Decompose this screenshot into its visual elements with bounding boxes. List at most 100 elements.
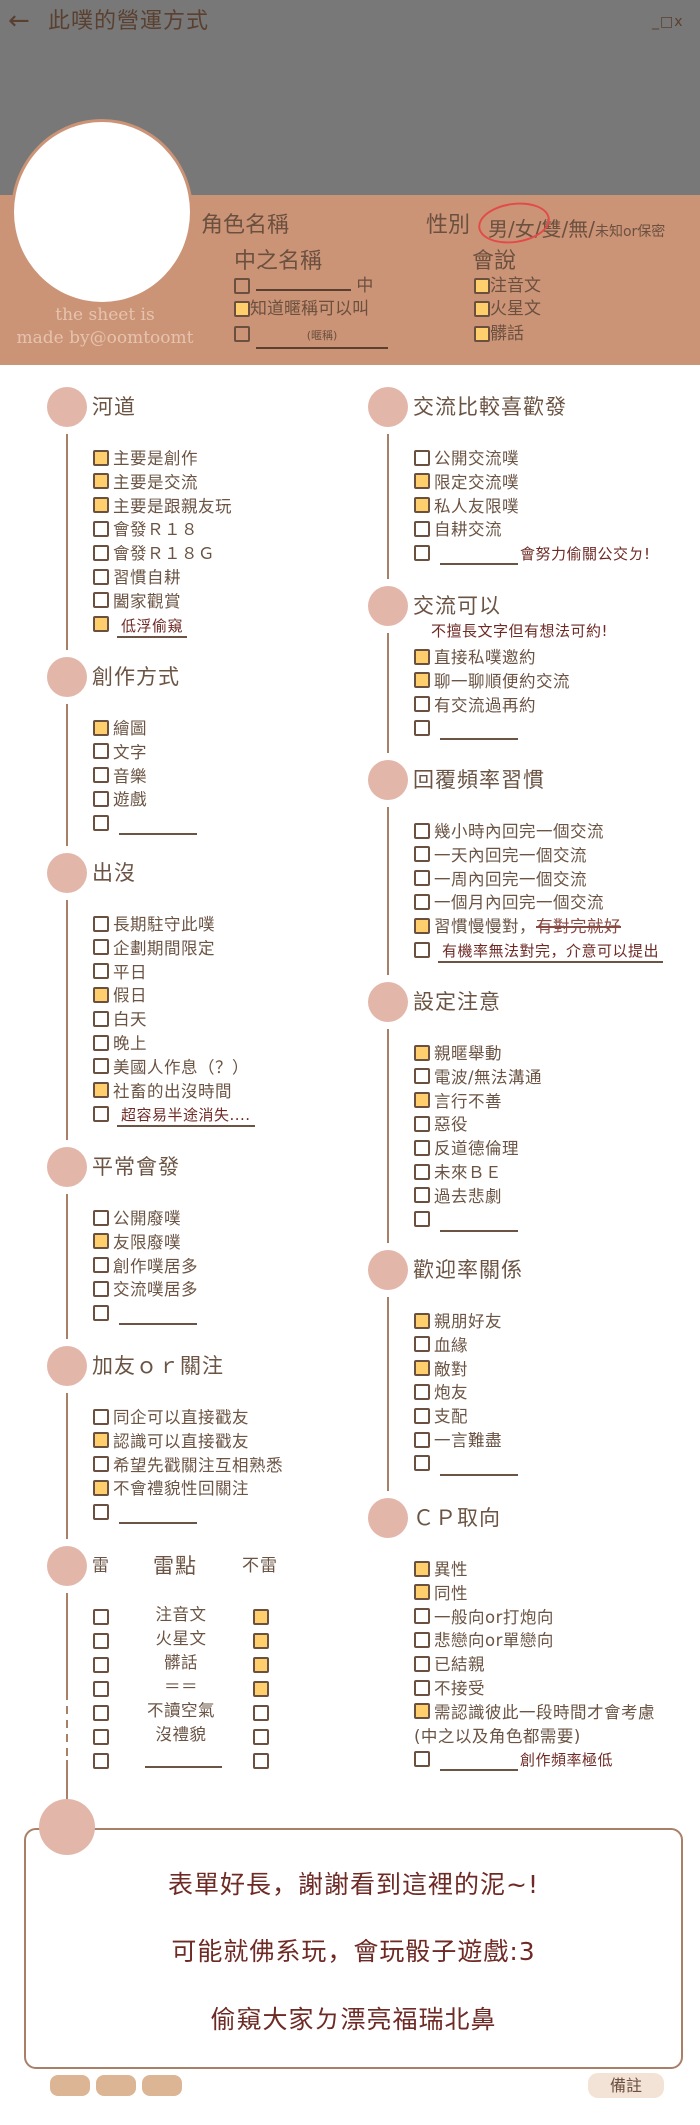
checkbox[interactable] <box>93 1456 109 1473</box>
checkbox[interactable] <box>414 893 430 910</box>
checkbox-checked[interactable] <box>414 1360 430 1377</box>
arrow-left-icon[interactable]: ← <box>8 6 30 36</box>
checklist-item[interactable]: 會發Ｒ１８ <box>93 519 198 541</box>
checkbox[interactable] <box>414 1187 430 1204</box>
tab-pill[interactable] <box>142 2075 182 2096</box>
checklist-item[interactable]: 悲戀向or單戀向 <box>414 1630 554 1652</box>
checkbox-checked[interactable] <box>414 1312 430 1329</box>
checkbox[interactable] <box>414 1115 430 1132</box>
checklist-item[interactable]: 一周內回完一個交流 <box>414 869 587 891</box>
checklist-item[interactable]: 不接受 <box>414 1678 485 1700</box>
checklist-item[interactable]: 需認識彼此一段時間才會考慮 <box>414 1702 655 1724</box>
checklist-item[interactable]: 會發Ｒ１８Ｇ <box>93 543 215 565</box>
checklist-item[interactable]: 直接私噗邀約 <box>414 647 536 669</box>
checkbox-checked[interactable] <box>234 301 250 317</box>
checkbox[interactable] <box>414 544 430 561</box>
tab-pill[interactable] <box>96 2075 136 2096</box>
checkbox[interactable] <box>414 1336 430 1353</box>
checklist-item[interactable]: 低浮偷窺 <box>93 615 188 638</box>
trigger-checkbox[interactable] <box>93 1681 109 1697</box>
checkbox[interactable] <box>93 1280 109 1297</box>
checklist-item[interactable]: 遊戲 <box>93 789 147 811</box>
checkbox[interactable] <box>93 568 109 585</box>
checklist-item[interactable]: 親朋好友 <box>414 1311 502 1333</box>
checkbox-checked[interactable] <box>414 473 430 490</box>
checklist-item[interactable]: 限定交流噗 <box>414 472 519 494</box>
checklist-item[interactable]: 假日 <box>93 985 147 1007</box>
checklist-item[interactable]: 白天 <box>93 1009 147 1031</box>
checkbox[interactable] <box>93 1209 109 1226</box>
blank-input-line[interactable] <box>440 1769 518 1772</box>
checklist-item[interactable]: 異性 <box>414 1559 468 1581</box>
blank-input-line[interactable] <box>119 1323 197 1326</box>
checklist-item[interactable]: 闔家觀賞 <box>93 591 181 613</box>
checkbox[interactable] <box>414 870 430 887</box>
checkbox[interactable] <box>93 963 109 980</box>
checklist-item[interactable]: 一般向or打炮向 <box>414 1607 554 1629</box>
checklist-item[interactable]: 血緣 <box>414 1335 468 1357</box>
gender-unknown[interactable]: 未知or保密 <box>594 224 666 240</box>
checkbox[interactable] <box>414 696 430 713</box>
tab-pill[interactable] <box>50 2075 90 2096</box>
checkbox[interactable] <box>414 1211 430 1228</box>
ok-checkbox[interactable] <box>253 1633 269 1649</box>
checkbox[interactable] <box>93 1408 109 1425</box>
checkbox[interactable] <box>93 1105 109 1122</box>
checklist-item[interactable]: 親暱舉動 <box>414 1043 502 1065</box>
checkbox[interactable] <box>93 1304 109 1321</box>
checkbox[interactable] <box>414 520 430 537</box>
checkbox-checked[interactable] <box>414 497 430 514</box>
checkbox[interactable] <box>414 1679 430 1696</box>
checkbox-checked[interactable] <box>414 672 430 689</box>
checkbox[interactable] <box>93 743 109 760</box>
checklist-item[interactable]: 友限廢噗 <box>93 1232 181 1254</box>
checkbox-checked[interactable] <box>93 1233 109 1250</box>
checklist-item[interactable]: 有交流過再約 <box>414 695 536 717</box>
ok-checkbox[interactable] <box>253 1657 269 1673</box>
checklist-item[interactable]: 未來ＢＥ <box>414 1162 502 1184</box>
checkbox-checked[interactable] <box>414 1044 430 1061</box>
checklist-item[interactable]: 文字 <box>93 742 147 764</box>
speak-option[interactable]: 髒話 <box>474 323 524 345</box>
checklist-item[interactable]: 平日 <box>93 962 147 984</box>
checklist-item[interactable] <box>93 1502 197 1525</box>
checklist-item[interactable]: 主要是創作 <box>93 448 198 470</box>
pl-option[interactable]: 中 <box>234 275 373 297</box>
checklist-item[interactable]: 公開交流噗 <box>414 448 519 470</box>
pl-option[interactable]: (暱稱) <box>234 323 388 349</box>
trigger-checkbox[interactable] <box>93 1753 109 1769</box>
checkbox-checked[interactable] <box>474 326 490 342</box>
checkbox[interactable] <box>414 1655 430 1672</box>
checklist-item[interactable]: 社畜的出沒時間 <box>93 1081 232 1103</box>
checklist-item[interactable] <box>414 1454 518 1476</box>
checkbox[interactable] <box>93 790 109 807</box>
checkbox[interactable] <box>93 915 109 932</box>
window-controls[interactable]: _□x <box>652 14 684 30</box>
checkbox[interactable] <box>414 941 430 958</box>
checklist-item[interactable]: 一言難盡 <box>414 1430 502 1452</box>
checklist-item[interactable]: (中之以及角色都需要) <box>414 1726 581 1748</box>
checklist-item[interactable]: 美國人作息（？） <box>93 1057 249 1079</box>
checklist-item[interactable] <box>93 813 197 836</box>
checklist-item[interactable]: 交流噗居多 <box>93 1279 198 1301</box>
checkbox[interactable] <box>414 1631 430 1648</box>
checkbox-checked[interactable] <box>93 449 109 466</box>
avatar[interactable] <box>11 119 193 305</box>
checkbox[interactable] <box>414 1455 430 1472</box>
blank-input-line[interactable] <box>145 1766 222 1768</box>
checklist-item[interactable]: 不會禮貌性回關注 <box>93 1478 249 1500</box>
checkbox[interactable] <box>414 1608 430 1625</box>
checkbox-checked[interactable] <box>93 1432 109 1449</box>
checkbox-checked[interactable] <box>93 986 109 1003</box>
checkbox[interactable] <box>93 1503 109 1520</box>
checkbox-checked[interactable] <box>414 917 430 934</box>
ok-checkbox[interactable] <box>253 1705 269 1721</box>
checkbox[interactable] <box>414 1139 430 1156</box>
ok-checkbox[interactable] <box>253 1753 269 1769</box>
trigger-checkbox[interactable] <box>93 1609 109 1625</box>
checklist-item[interactable]: 自耕交流 <box>414 519 502 541</box>
checklist-item[interactable]: 一天內回完一個交流 <box>414 845 587 867</box>
checklist-item[interactable]: 主要是交流 <box>93 472 198 494</box>
checkbox[interactable] <box>414 1383 430 1400</box>
checklist-item[interactable]: 會努力偷關公交ㄉ! <box>414 543 651 566</box>
